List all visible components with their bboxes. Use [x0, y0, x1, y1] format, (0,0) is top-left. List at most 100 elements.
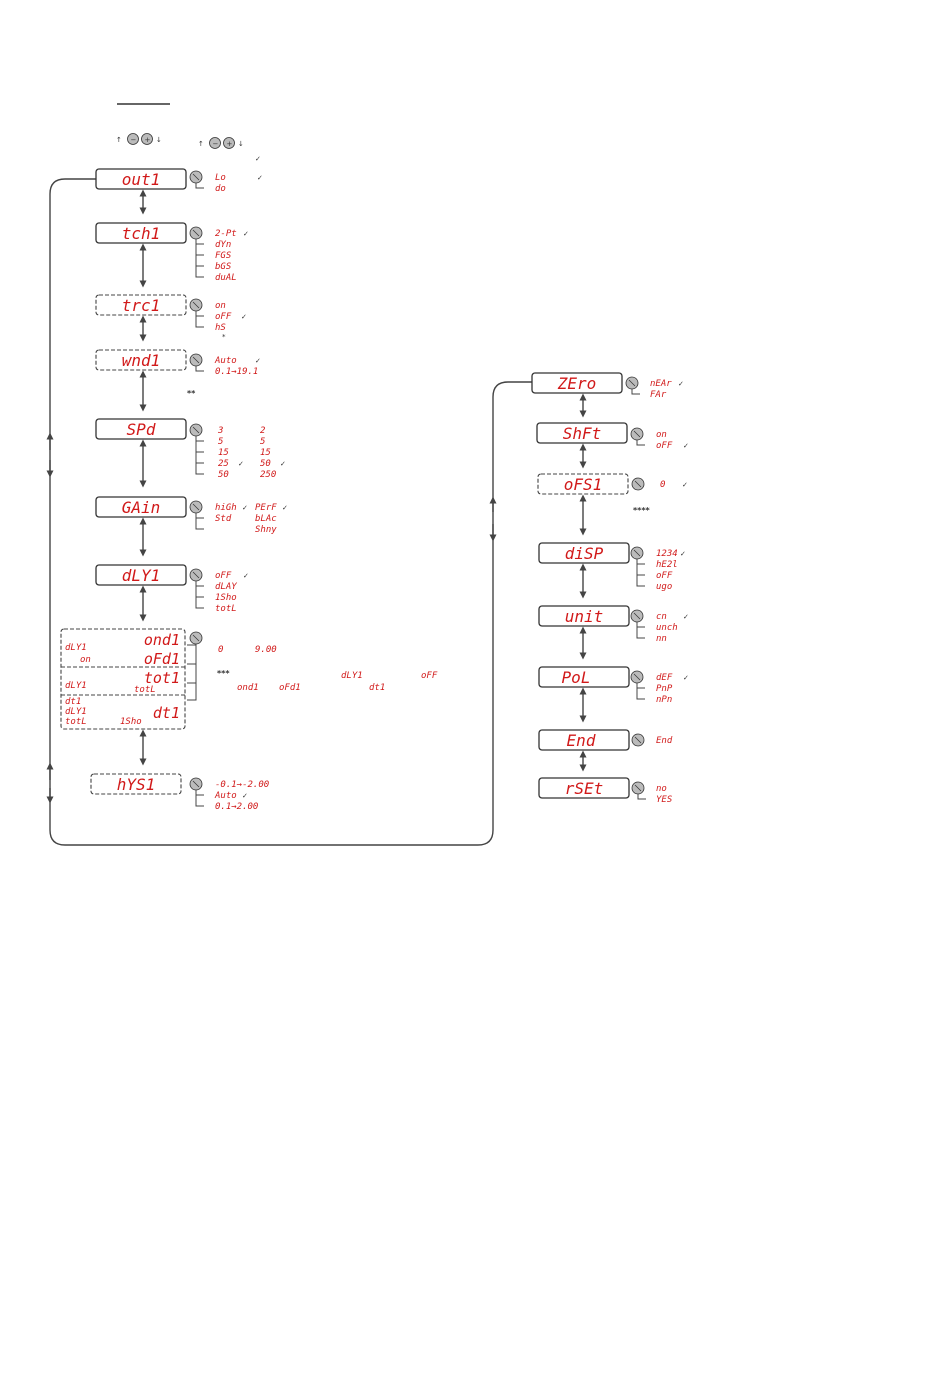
option-trc1-1-1: on	[215, 301, 226, 311]
option-bracket	[636, 622, 645, 639]
menu-tch1: tch1	[95, 222, 187, 244]
option-group-end: End	[631, 733, 673, 747]
option-bracket	[195, 513, 204, 530]
display-box-zero	[531, 372, 623, 394]
timer-note-ond1: ond1	[237, 683, 259, 693]
option-spd-1-1: 3	[217, 426, 223, 436]
option-trc1-1-2: oFF	[215, 312, 232, 322]
note-ofs1: ****	[633, 506, 651, 515]
display-box-ofs1	[537, 473, 629, 495]
display-hys1: hYS1	[117, 775, 156, 794]
timer-label-on: on	[80, 655, 91, 665]
plus-button-icon	[141, 133, 153, 145]
arrow-up-icon: ↑	[116, 136, 122, 144]
plus-button-icon	[223, 137, 235, 149]
display-wnd1: wnd1	[122, 351, 161, 370]
option-dly1-1-3: 1Sho	[215, 593, 237, 603]
option-gain-2-2: bLAc	[255, 514, 277, 524]
option-spd-2-1: 2	[260, 426, 265, 436]
check-icon: ✓	[683, 674, 689, 682]
timer-label-totl-b: totL	[65, 717, 87, 727]
option-pol-1-2: PnP	[656, 684, 673, 694]
timer-note-ofd1: oFd1	[279, 683, 301, 693]
option-bracket	[637, 794, 646, 800]
option-wnd1-1-2: 0.1→19.1	[215, 367, 258, 377]
check-icon: ✓	[241, 313, 247, 321]
note-trc1: *	[222, 333, 226, 341]
option-unit-1-2: unch	[656, 623, 678, 633]
option-spd-2-2: 5	[260, 437, 265, 447]
knob-mark-icon	[628, 379, 636, 387]
arrow-down-icon: ↓	[156, 136, 162, 144]
option-bracket	[195, 790, 204, 807]
menu-out1: out1	[95, 168, 187, 190]
option-zero-1-1: nEAr	[650, 379, 672, 389]
menu-ofs1: oFS1	[537, 473, 629, 495]
timer-label-dly1: dLY1	[65, 643, 87, 653]
option-tch1-1-4: bGS	[215, 262, 232, 272]
display-rset: rSEt	[565, 779, 604, 798]
check-icon: ✓	[282, 504, 288, 512]
menu-pol: PoL	[538, 666, 630, 688]
knob-mark-icon	[192, 426, 200, 434]
timer-label-totl: totL	[134, 685, 156, 695]
menu-zero: ZEro	[531, 372, 623, 394]
option-wnd1-1-1: Auto	[214, 356, 237, 366]
legend-buttons-right: ↑ − + ↓	[198, 137, 244, 149]
display-box-rset	[538, 777, 630, 799]
menu-end: End	[538, 729, 630, 751]
display-box-tch1	[95, 222, 187, 244]
legend-buttons-left: ↑ − + ↓	[116, 133, 162, 145]
option-group-zero: nEAr✓FAr	[625, 376, 684, 400]
timer-label-dt1: dt1	[65, 697, 81, 707]
knob-mark-icon	[633, 673, 641, 681]
option-pol-1-1: dEF	[656, 673, 673, 683]
option-zero-1-2: FAr	[650, 390, 667, 400]
option-unit-1-1: cn	[656, 612, 667, 622]
option-gain-2-1: PErF	[255, 503, 277, 513]
display-box-dly1	[95, 564, 187, 586]
option-disp-1-4: ugo	[656, 582, 672, 592]
option-bracket	[636, 440, 645, 446]
option-spd-1-2: 5	[218, 437, 223, 447]
menu-gain: GAin	[95, 496, 187, 518]
option-bracket	[195, 183, 204, 189]
knob-mark-icon	[192, 356, 200, 364]
option-tch1-1-5: duAL	[215, 273, 237, 283]
knob-mark-icon	[192, 780, 200, 788]
option-bracket	[631, 389, 640, 395]
display-gain: GAin	[122, 498, 161, 517]
display-box-trc1	[95, 294, 187, 316]
timer-label-1sho: 1Sho	[120, 717, 142, 727]
option-tch1-1-1: 2-Pt	[215, 229, 237, 239]
timer-note-dt1: dt1	[369, 683, 385, 693]
option-tch1-1-3: FGS	[215, 251, 232, 261]
option-end-1-1: End	[656, 736, 673, 746]
minus-icon: −	[131, 136, 137, 144]
timer-note-dly1: dLY1	[341, 671, 363, 681]
check-icon: ✓	[238, 460, 244, 468]
option-spd-1-3: 15	[218, 448, 229, 458]
menu-hys1: hYS1	[90, 773, 182, 795]
option-tch1-1-2: dYn	[215, 240, 231, 250]
option-dly1-1-2: dLAY	[215, 582, 237, 592]
minus-icon: −	[213, 140, 219, 148]
display-box-out1	[95, 168, 187, 190]
menu-disp: diSP	[538, 542, 630, 564]
display-box-gain	[95, 496, 187, 518]
option-shft-1-1: on	[656, 430, 667, 440]
display-box-unit	[538, 605, 630, 627]
knob-mark-icon	[192, 173, 200, 181]
check-icon: ✓	[683, 613, 689, 621]
display-tot1: tot1	[144, 669, 180, 687]
display-dly1: dLY1	[122, 566, 161, 585]
knob-mark-icon	[192, 301, 200, 309]
option-dly1-1-4: totL	[215, 604, 237, 614]
option-shft-1-2: oFF	[656, 441, 673, 451]
arrow-up-icon: ↑	[198, 140, 204, 148]
option-bracket	[195, 366, 204, 372]
display-trc1: trc1	[122, 296, 161, 315]
